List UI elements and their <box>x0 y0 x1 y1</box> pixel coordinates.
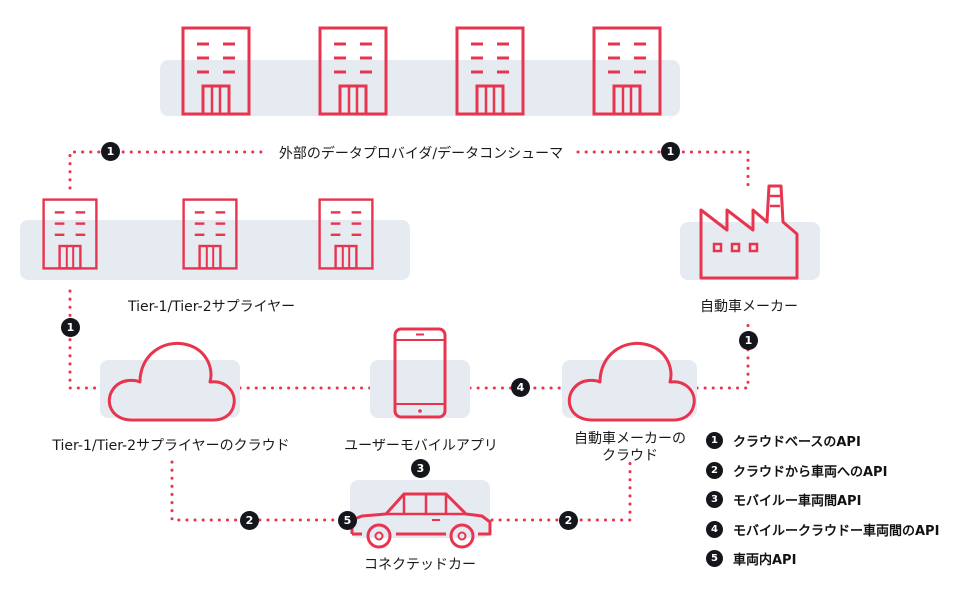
legend-item: 2 クラウドから車両へのAPI <box>706 456 939 486</box>
user-app-label: ユーザーモバイルアプリ <box>344 438 498 454</box>
tier-suppliers-label: Tier-1/Tier-2サプライヤー <box>128 299 296 315</box>
building-icon <box>318 188 374 280</box>
api-badge-3: 3 <box>411 459 430 478</box>
link-external-to-automaker <box>576 150 750 190</box>
cloud-icon <box>562 336 698 426</box>
api-badge-2: 2 <box>559 511 578 530</box>
building-icon <box>182 188 238 280</box>
legend-item: 5 車両内API <box>706 544 939 574</box>
api-badge-1: 1 <box>101 142 120 161</box>
api-badge-2: 2 <box>240 511 259 530</box>
automaker-cloud-plate <box>562 360 697 418</box>
legend-text: クラウドベースのAPI <box>733 435 861 451</box>
tier-cloud-plate <box>100 360 240 418</box>
building-icon <box>318 26 388 116</box>
legend-text: モバイルー車両間API <box>733 494 862 510</box>
legend-text: モバイルークラウドー車両間のAPI <box>733 523 940 539</box>
factory-icon <box>699 184 799 280</box>
automaker-label: 自動車メーカー <box>700 299 798 315</box>
legend-number: 1 <box>706 432 723 450</box>
smartphone-icon <box>393 327 447 419</box>
building-icon <box>181 26 251 116</box>
building-icon <box>42 188 98 280</box>
legend-number: 3 <box>706 491 723 509</box>
api-badge-1: 1 <box>739 331 758 350</box>
legend: 1 クラウドベースのAPI 2 クラウドから車両へのAPI 3 モバイルー車両間… <box>706 426 939 574</box>
legend-text: 車両内API <box>733 553 797 569</box>
legend-item: 1 クラウドベースのAPI <box>706 426 939 456</box>
legend-item: 3 モバイルー車両間API <box>706 485 939 515</box>
tier-cloud-label: Tier-1/Tier-2サプライヤーのクラウド <box>52 438 290 454</box>
legend-number: 5 <box>706 550 723 568</box>
link-automaker-cloud-to-automaker <box>695 316 750 390</box>
api-badge-1: 1 <box>61 318 80 337</box>
automaker-cloud-label-line1: 自動車メーカーの <box>574 431 686 447</box>
car-icon <box>350 492 492 549</box>
legend-number: 2 <box>706 461 723 479</box>
api-badge-5: 5 <box>338 511 357 530</box>
legend-text: クラウドから車両へのAPI <box>733 464 888 480</box>
connected-car-label: コネクテッドカー <box>364 557 476 573</box>
legend-item: 4 モバイルークラウドー車両間のAPI <box>706 515 939 545</box>
api-badge-1: 1 <box>661 142 680 161</box>
cloud-icon <box>102 336 238 426</box>
building-icon <box>455 26 525 116</box>
building-icon <box>592 26 662 116</box>
link-tier-to-tier-cloud <box>68 289 102 390</box>
link-car-to-automaker-cloud <box>490 460 632 522</box>
link-tier-cloud-to-car <box>170 460 347 522</box>
user-app-plate <box>370 360 470 418</box>
api-badge-4: 4 <box>511 378 530 397</box>
link-tier-to-external <box>68 150 267 190</box>
legend-number: 4 <box>706 520 723 538</box>
tier-suppliers-plate <box>20 220 410 280</box>
automaker-cloud-label-line2: クラウド <box>602 448 658 464</box>
external-providers-label: 外部のデータプロバイダ/データコンシューマ <box>274 143 568 163</box>
